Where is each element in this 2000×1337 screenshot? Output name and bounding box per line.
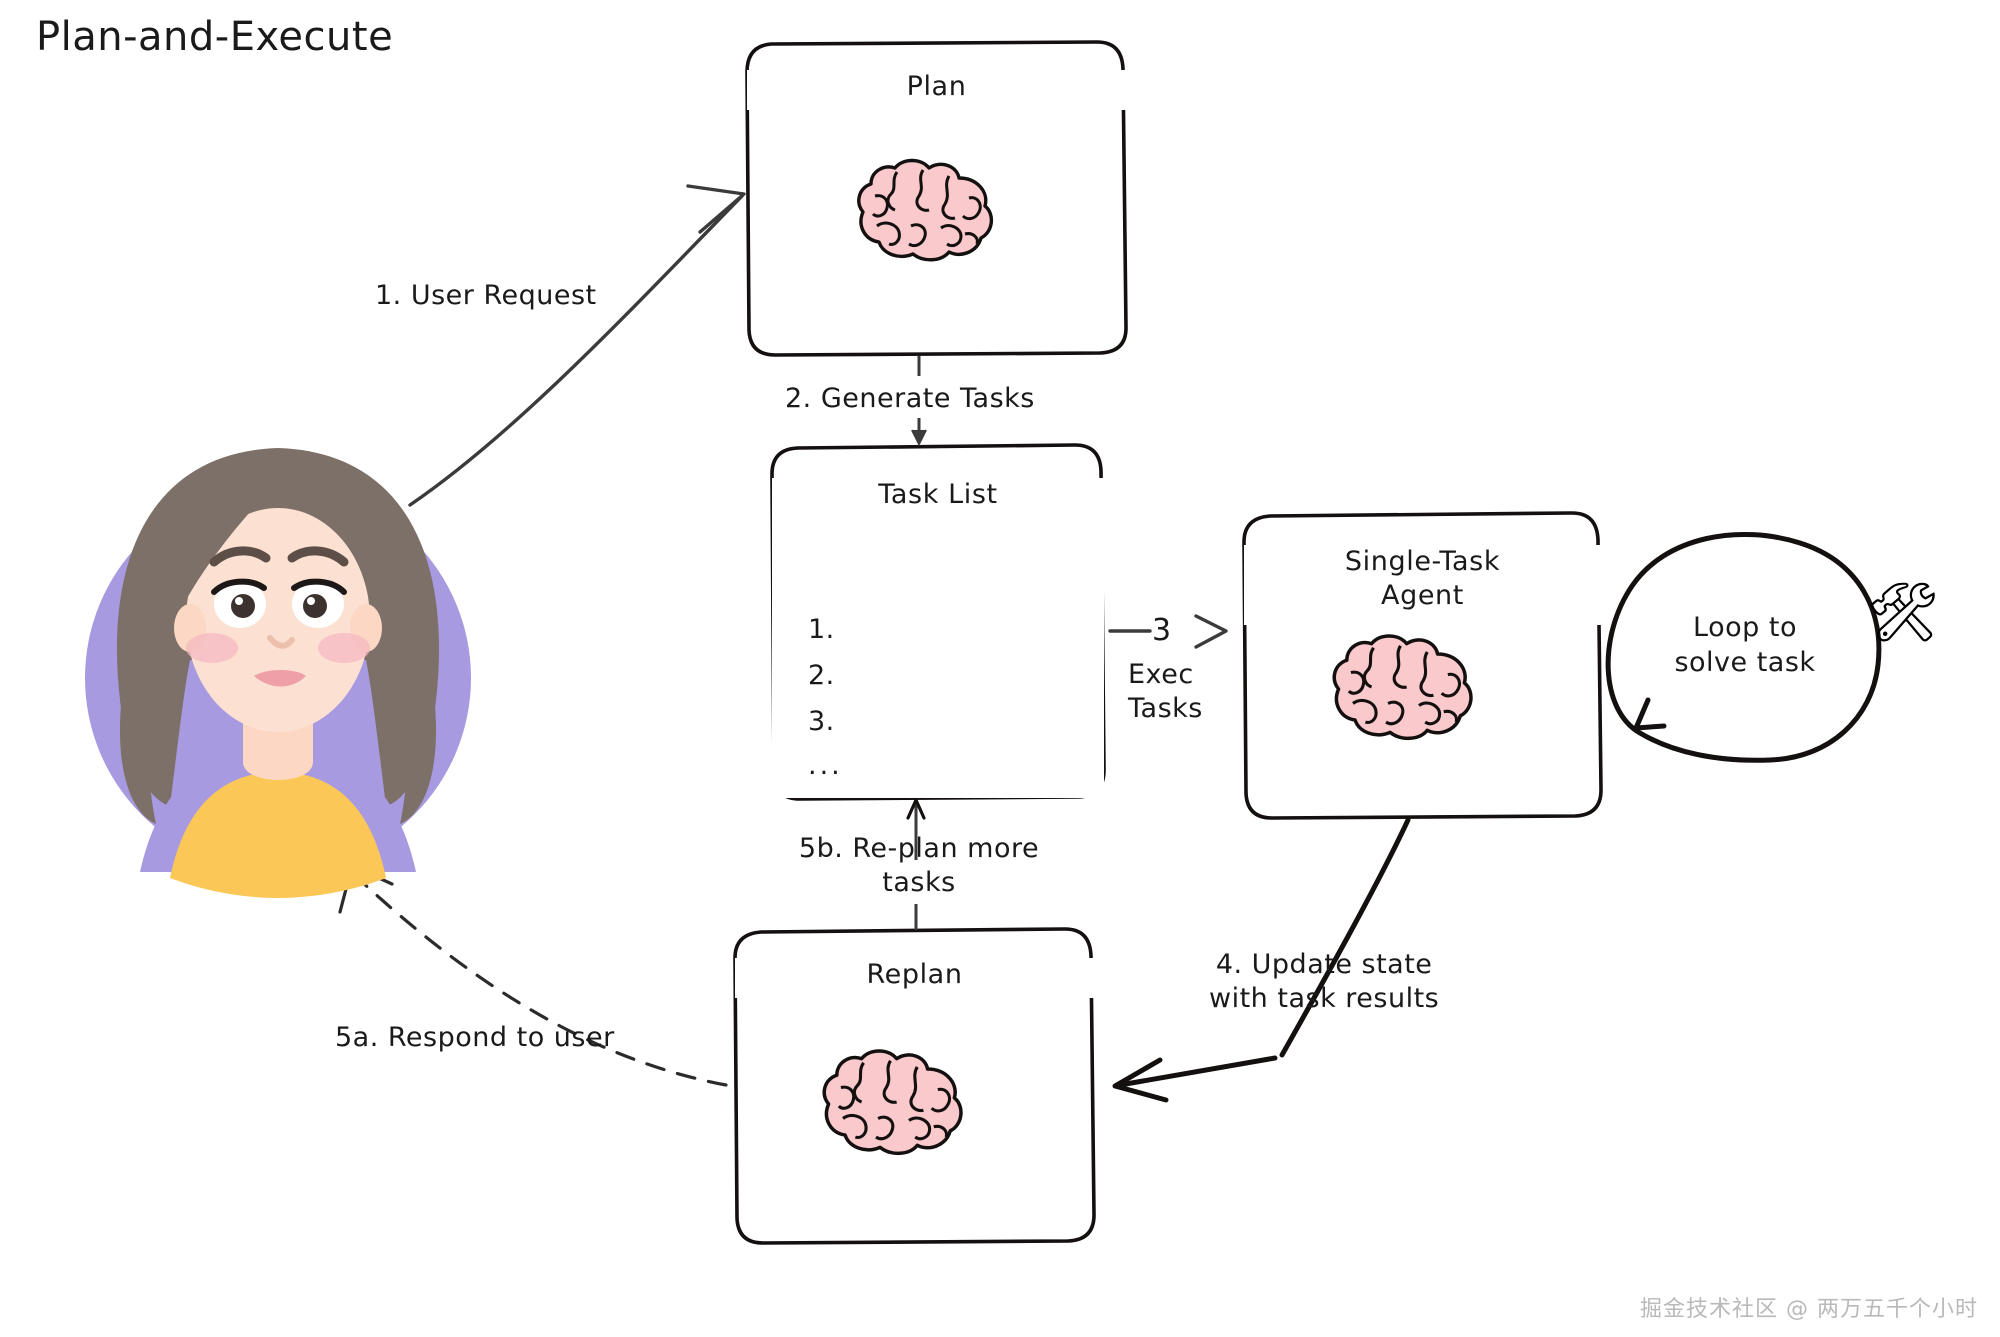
- edge-label-update-state: 4. Update state with task results: [1209, 949, 1440, 1014]
- brain-icon: [822, 1049, 963, 1156]
- list-item[interactable]: 2.: [808, 652, 852, 698]
- watermark: 掘金技术社区 @ 两万五千个小时: [1640, 1297, 1978, 1322]
- task-list-more: ...: [808, 750, 843, 781]
- node-single-task-agent[interactable]: Single-Task Agent: [1244, 545, 1601, 625]
- task-list-items: 1. 2. 3. ...: [808, 606, 852, 782]
- edge-label-replan-more-tasks: 5b. Re-plan more tasks: [798, 833, 1040, 898]
- node-plan[interactable]: Plan: [747, 70, 1126, 110]
- edge-label-respond-to-user: 5a. Respond to user: [335, 1022, 615, 1053]
- node-task-list[interactable]: Task List 1. 2. 3. ...: [772, 478, 1104, 798]
- list-item[interactable]: 3.: [808, 698, 852, 744]
- node-task-list-label: Task List: [878, 479, 998, 510]
- task-number: 3.: [808, 705, 835, 737]
- page-title: Plan-and-Execute: [36, 14, 394, 60]
- arrow-user-request: [408, 184, 746, 507]
- edge-label-user-request: 1. User Request: [375, 280, 597, 311]
- brain-icon: [857, 158, 994, 262]
- task-number: 1.: [808, 613, 835, 645]
- node-plan-label: Plan: [906, 71, 967, 102]
- edge-label-exec-number: 3: [1152, 613, 1172, 648]
- brain-icon: [1332, 634, 1473, 741]
- edge-label-exec-tasks: Exec Tasks: [1128, 659, 1203, 724]
- loop-label: Loop to solve task: [1674, 612, 1816, 679]
- hammer-and-wrench-icon: 🛠: [1866, 578, 1940, 646]
- node-replan[interactable]: Replan: [735, 958, 1094, 998]
- edge-label-generate-tasks: 2. Generate Tasks: [785, 383, 1035, 414]
- list-item[interactable]: 1.: [808, 606, 852, 652]
- node-single-task-agent-label: Single-Task Agent: [1344, 546, 1501, 611]
- node-replan-label: Replan: [866, 959, 963, 990]
- task-number: 2.: [808, 659, 835, 691]
- user-avatar-icon[interactable]: [85, 448, 471, 898]
